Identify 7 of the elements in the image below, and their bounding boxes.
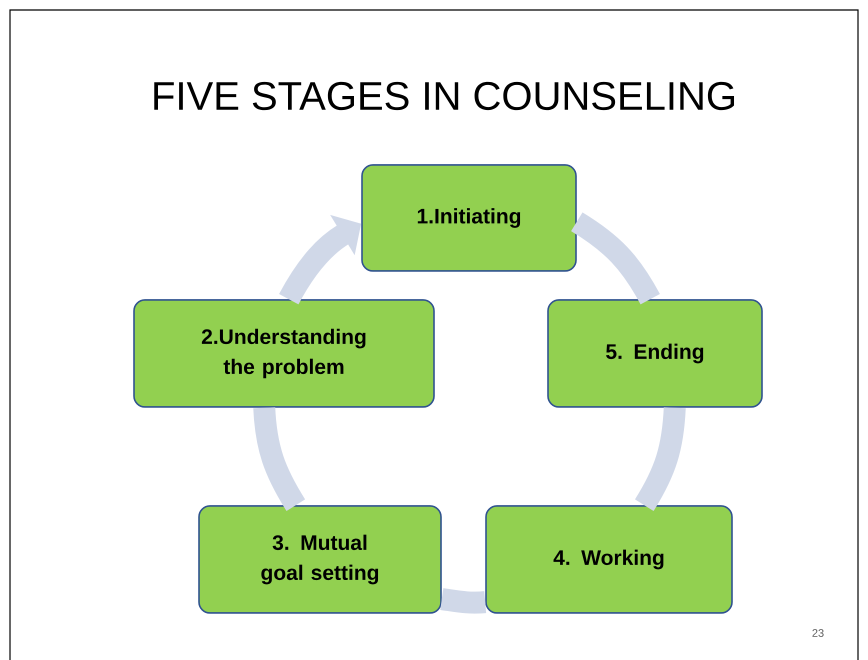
stage-box: 5. Ending [547,299,763,408]
page-number: 23 [812,629,824,637]
stage-box: 4. Working [485,505,733,614]
title: FIVE STAGES IN COUNSELING [154,82,734,110]
stage-box: 2.Understanding the problem [133,299,435,408]
stage-box: 1.Initiating [361,164,577,272]
stage-box: 3. Mutual goal setting [198,505,442,614]
